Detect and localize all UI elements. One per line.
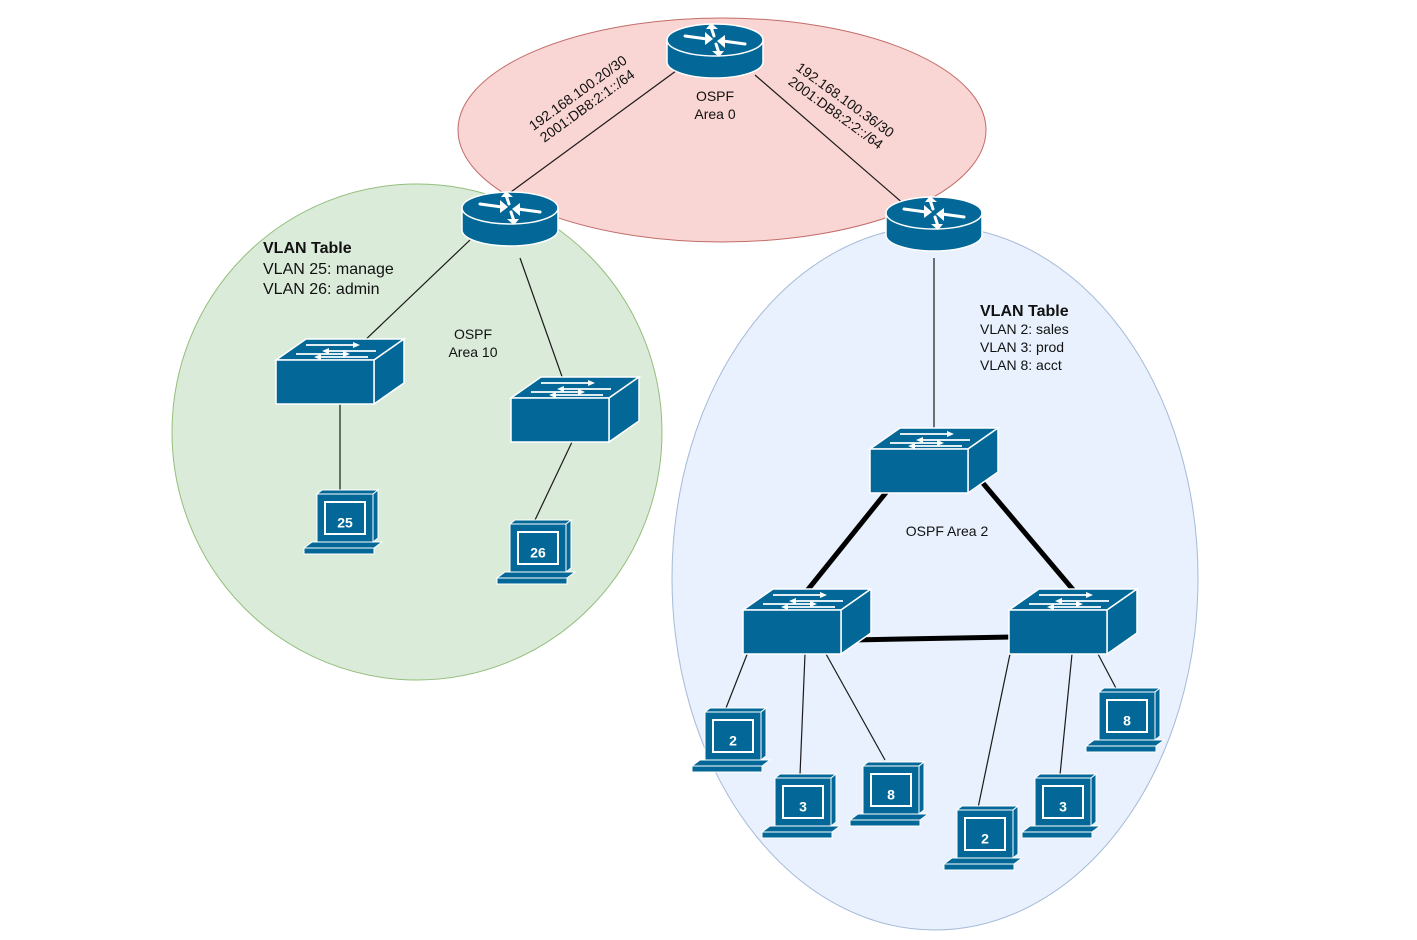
thin-links	[339, 67, 1119, 809]
trunk-bottom	[851, 634, 1013, 643]
link-rl-swb	[519, 257, 566, 386]
area-10-vlan-entry: VLAN 26: admin	[263, 281, 380, 298]
pc-label: 26	[530, 545, 546, 561]
router-area2-icon[interactable]	[884, 194, 984, 253]
link-swl-pc3	[799, 653, 806, 776]
pc-left-3[interactable]: 3	[761, 773, 841, 839]
link-rl-swa	[359, 239, 471, 346]
switch-vlan25-icon[interactable]	[275, 338, 405, 405]
router-core-icon[interactable]	[665, 21, 765, 80]
pc-label: 3	[1059, 799, 1067, 815]
area-2-vlan-table-title: VLAN Table	[980, 303, 1069, 320]
pc-26[interactable]: 26	[496, 519, 576, 585]
switch-area2-left-icon[interactable]	[742, 588, 872, 655]
pc-right-2[interactable]: 2	[943, 805, 1023, 871]
trunk-links	[804, 480, 1077, 643]
link-core-left	[499, 67, 681, 201]
area-2-zone	[671, 225, 1199, 931]
area-2-vlan-entry: VLAN 8: acct	[980, 357, 1062, 373]
pc-left-8[interactable]: 8	[849, 761, 929, 827]
link-swr-pc8	[1097, 653, 1119, 693]
pc-label: 8	[1123, 713, 1131, 729]
pc-right-8[interactable]: 8	[1085, 687, 1165, 753]
pc-label: 8	[887, 787, 895, 803]
router-area10-icon[interactable]	[460, 189, 560, 248]
link-core-right	[754, 74, 906, 206]
pc-right-3[interactable]: 3	[1021, 773, 1101, 839]
trunk-top-right	[980, 480, 1077, 594]
switch-area2-top-icon[interactable]	[869, 427, 999, 494]
link-swb-pc26	[534, 441, 573, 521]
area-2-vlan-entry: VLAN 2: sales	[980, 321, 1069, 337]
area-10-vlan-entry: VLAN 25: manage	[263, 261, 394, 278]
area-10-label-line2: Area 10	[448, 344, 497, 360]
trunk-top-left	[804, 488, 890, 594]
pc-25[interactable]: 25	[303, 489, 383, 555]
area-2-label: OSPF Area 2	[906, 523, 989, 539]
pc-label: 25	[337, 515, 353, 531]
pc-label: 3	[799, 799, 807, 815]
pc-label: 2	[729, 733, 737, 749]
area-10-vlan-table-title: VLAN Table	[263, 240, 352, 257]
link-swl-pc2	[725, 651, 749, 709]
switch-area2-right-icon[interactable]	[1008, 588, 1138, 655]
pc-label: 2	[981, 831, 989, 847]
area-0-zone	[457, 17, 987, 243]
switch-vlan26-icon[interactable]	[510, 376, 640, 443]
link-swr-pc3	[1059, 653, 1073, 776]
area-10-label-line1: OSPF	[454, 326, 492, 342]
link-swl-pc8	[825, 653, 886, 761]
area-0-label-line1: OSPF	[696, 88, 734, 104]
link-swr-pc2	[977, 653, 1011, 809]
pc-left-2[interactable]: 2	[691, 707, 771, 773]
area-0-label-line2: Area 0	[694, 106, 735, 122]
area-2-vlan-entry: VLAN 3: prod	[980, 339, 1064, 355]
